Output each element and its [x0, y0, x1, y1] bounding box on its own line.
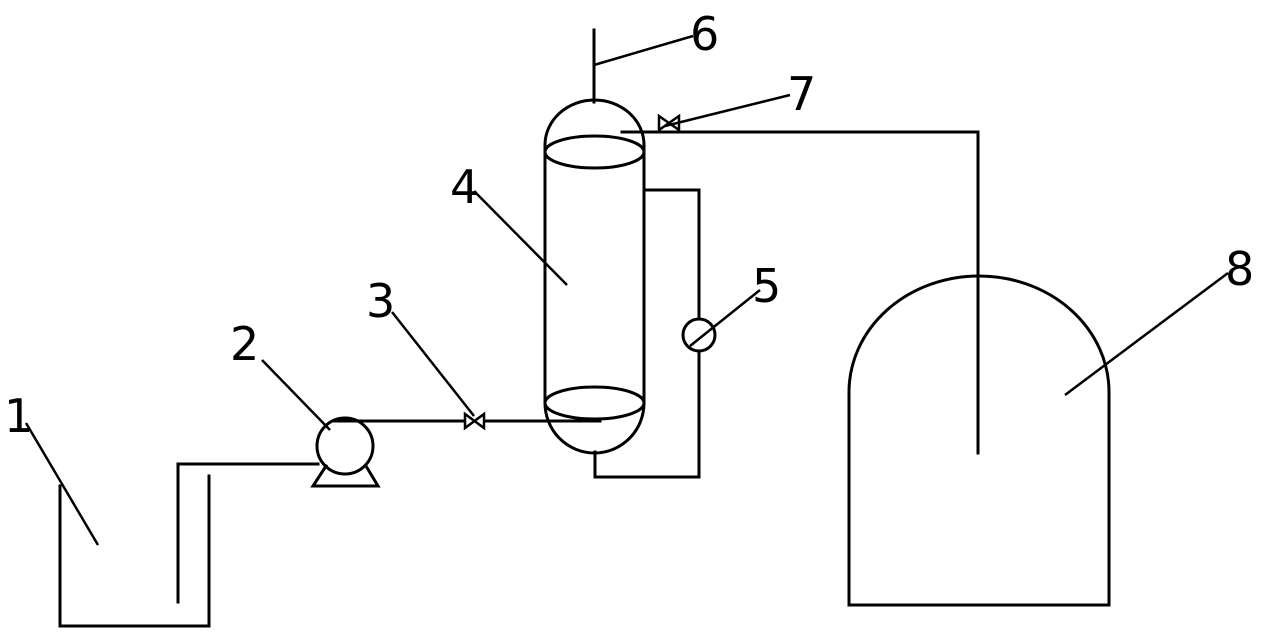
leader-3 — [391, 311, 475, 417]
leader-5 — [689, 289, 761, 347]
leader-lines — [24, 34, 1229, 546]
label-6: 6 — [690, 7, 719, 61]
label-5: 5 — [752, 259, 781, 313]
label-2: 2 — [230, 317, 259, 371]
side-loop-pipe — [593, 188, 701, 479]
leader-4 — [473, 190, 568, 286]
label-8: 8 — [1225, 242, 1254, 296]
label-3: 3 — [366, 274, 395, 328]
feed-tank — [58, 474, 211, 628]
side-instrument — [681, 317, 717, 353]
receiver-vessel — [847, 274, 1111, 607]
leader-1 — [24, 422, 100, 546]
suction-pipe — [176, 462, 320, 604]
pump — [310, 416, 381, 488]
outlet-pipe — [620, 130, 980, 455]
leader-7 — [664, 93, 791, 128]
label-1: 1 — [4, 389, 33, 443]
column-vessel — [543, 98, 646, 455]
leader-2 — [261, 359, 331, 431]
label-7: 7 — [787, 67, 816, 121]
inlet-valve-icon — [463, 411, 486, 431]
label-4: 4 — [450, 160, 479, 214]
leader-8 — [1064, 271, 1229, 397]
leader-6 — [593, 34, 694, 67]
